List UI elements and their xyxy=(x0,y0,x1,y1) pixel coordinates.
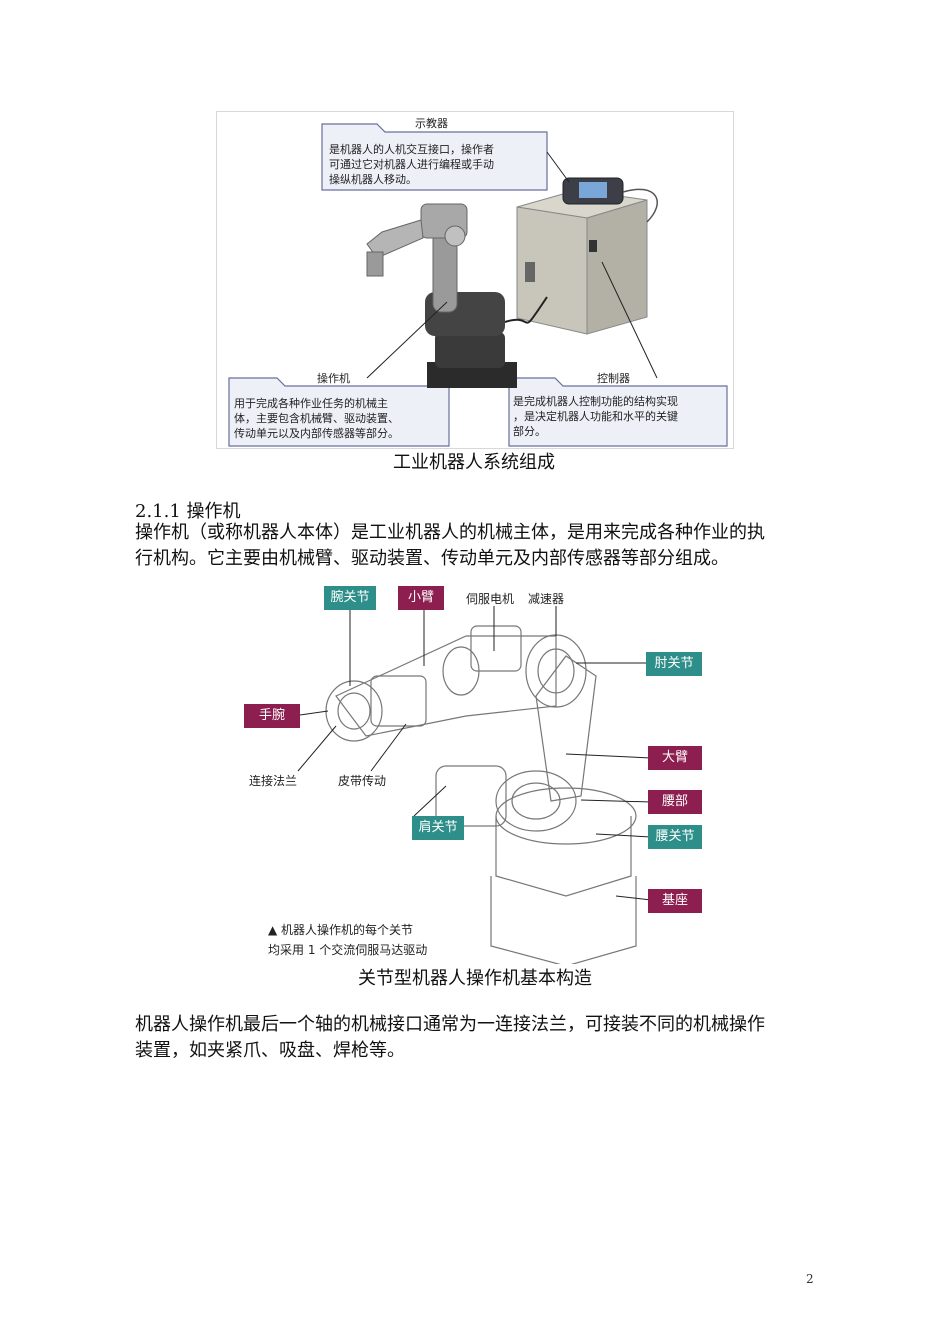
manipulator-line: 体，主要包含机械臂、驱动装置、 xyxy=(234,412,399,425)
label-belt-drive: 皮带传动 xyxy=(338,774,387,788)
label-base: 基座 xyxy=(648,889,702,913)
paragraph-line: 操作机（或称机器人本体）是工业机器人的机械主体，是用来完成各种作业的执 xyxy=(135,522,765,543)
manipulator-leader-line xyxy=(366,301,448,379)
paragraph-line: 行机构。它主要由机械臂、驱动装置、传动单元及内部传感器等部分组成。 xyxy=(135,548,729,569)
controller-callout xyxy=(508,377,728,447)
manipulator-line: 传动单元以及内部传感器等部分。 xyxy=(234,427,399,440)
paragraph-line: 机器人操作机最后一个轴的机械接口通常为一连接法兰，可接装不同的机械操作 xyxy=(135,1014,765,1035)
figure2-note-line: 均采用 1 个交流伺服马达驱动 xyxy=(268,943,428,957)
page-number: 2 xyxy=(806,1272,814,1286)
section-heading: 2.1.1 操作机 xyxy=(135,501,241,522)
teach-pendant-line: 是机器人的人机交互接口，操作者 xyxy=(329,143,494,156)
manipulator-structure-illustration xyxy=(297,606,652,967)
label-reducer: 减速器 xyxy=(528,592,565,606)
label-forearm: 小臂 xyxy=(398,586,444,610)
manipulator-structure-figure: 腕关节 小臂 伺服电机 减速器 肘关节 手腕 连接法兰 皮带传动 大臂 腰部 肩… xyxy=(236,576,714,967)
teach-pendant-device xyxy=(562,177,658,223)
label-shoulder-joint: 肩关节 xyxy=(412,816,464,840)
system-composition-illustration xyxy=(228,123,728,447)
teach-pendant-title: 示教器 xyxy=(415,117,448,130)
controller-line: 是完成机器人控制功能的结构实现 xyxy=(513,395,678,408)
robot-arm xyxy=(366,203,548,388)
label-wrist-joint: 腕关节 xyxy=(324,586,376,610)
controller-description: 是完成机器人控制功能的结构实现 ，是决定机器人功能和水平的关键 部分。 xyxy=(513,394,678,439)
teach-pendant-line: 可通过它对机器人进行编程或手动 xyxy=(329,158,494,171)
label-waist-joint: 腰关节 xyxy=(648,825,702,849)
teach-pendant-description: 是机器人的人机交互接口，操作者 可通过它对机器人进行编程或手动 操纵机器人移动。 xyxy=(329,142,494,187)
robot-line-drawing xyxy=(325,625,637,967)
figure1-caption: 工业机器人系统组成 xyxy=(393,452,555,473)
section-paragraph: 操作机（或称机器人本体）是工业机器人的机械主体，是用来完成各种作业的执 行机构。… xyxy=(135,520,825,572)
figure2-caption: 关节型机器人操作机基本构造 xyxy=(358,968,592,989)
teach-pendant-line: 操纵机器人移动。 xyxy=(329,173,417,186)
figure2-note: ▲ 机器人操作机的每个关节 均采用 1 个交流伺服马达驱动 xyxy=(268,920,427,960)
controller-line: 部分。 xyxy=(513,425,546,438)
controller-title: 控制器 xyxy=(597,372,630,385)
label-upper-arm: 大臂 xyxy=(648,746,702,770)
label-leader-lines xyxy=(297,606,652,901)
label-servo-motor: 伺服电机 xyxy=(466,592,515,606)
label-waist: 腰部 xyxy=(648,790,702,814)
controller-line: ，是决定机器人功能和水平的关键 xyxy=(513,410,678,423)
closing-paragraph: 机器人操作机最后一个轴的机械接口通常为一连接法兰，可接装不同的机械操作 装置，如… xyxy=(135,1012,825,1064)
label-elbow-joint: 肘关节 xyxy=(646,652,702,676)
manipulator-title: 操作机 xyxy=(317,372,350,385)
system-composition-figure: 示教器 是机器人的人机交互接口，操作者 可通过它对机器人进行编程或手动 操纵机器… xyxy=(216,111,734,449)
teach-pendant-leader-line xyxy=(546,151,570,183)
label-flange: 连接法兰 xyxy=(249,774,298,788)
label-wrist: 手腕 xyxy=(244,704,300,728)
controller-leader-line xyxy=(601,261,658,379)
teach-pendant-callout xyxy=(321,123,548,191)
manipulator-line: 用于完成各种作业任务的机械主 xyxy=(234,397,388,410)
manipulator-description: 用于完成各种作业任务的机械主 体，主要包含机械臂、驱动装置、 传动单元以及内部传… xyxy=(234,396,399,441)
paragraph-line: 装置，如夹紧爪、吸盘、焊枪等。 xyxy=(135,1040,405,1061)
figure2-note-line: ▲ 机器人操作机的每个关节 xyxy=(268,923,414,937)
